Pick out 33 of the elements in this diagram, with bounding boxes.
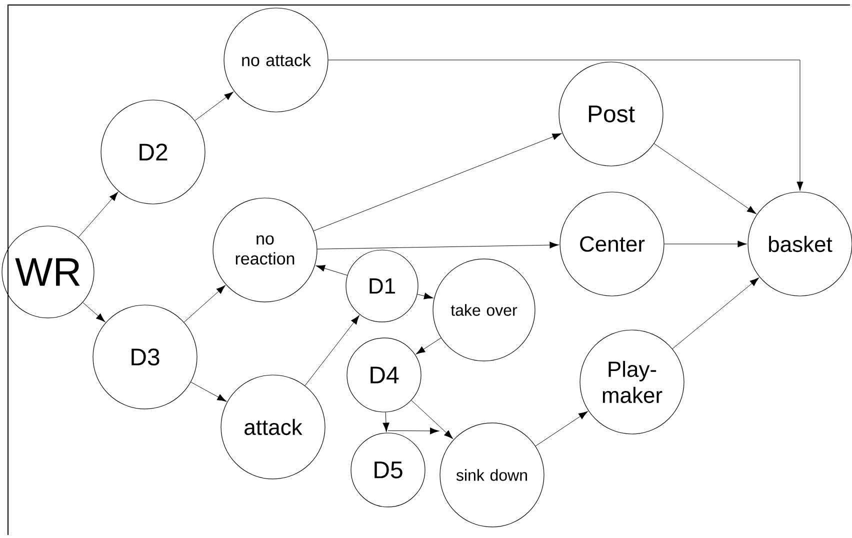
arrow <box>382 412 390 432</box>
circle-node: attack <box>220 374 326 480</box>
circle-node: Post <box>558 62 664 166</box>
arrow <box>328 60 804 191</box>
circle-node: D2 <box>100 100 206 204</box>
arrow <box>190 382 226 402</box>
arrow <box>194 92 234 121</box>
circle-node: D1 <box>346 250 418 322</box>
arrow <box>184 285 226 322</box>
arrow <box>78 192 118 238</box>
circle-node: no reaction <box>212 198 318 302</box>
circle-node: Play- maker <box>580 330 684 434</box>
arrow <box>82 302 106 322</box>
arrow <box>411 400 454 439</box>
circle-node: take over <box>432 258 536 362</box>
circle-node: WR <box>2 226 94 318</box>
arrow <box>416 338 442 354</box>
arrow <box>654 143 756 214</box>
circle-node: Center <box>560 192 664 296</box>
circle-node: D4 <box>346 338 422 412</box>
arrow <box>313 133 562 232</box>
circle-node: D3 <box>92 304 198 410</box>
arrow <box>304 315 360 386</box>
arrow <box>317 242 559 250</box>
arrow <box>430 428 440 434</box>
circle-node: sink down <box>440 422 544 528</box>
arrow <box>672 278 759 350</box>
circle-node: no attack <box>224 8 328 112</box>
arrow <box>664 240 747 248</box>
circle-node: D5 <box>350 432 426 508</box>
arrow <box>316 265 348 276</box>
arrow <box>417 292 434 300</box>
arrow <box>535 411 588 446</box>
